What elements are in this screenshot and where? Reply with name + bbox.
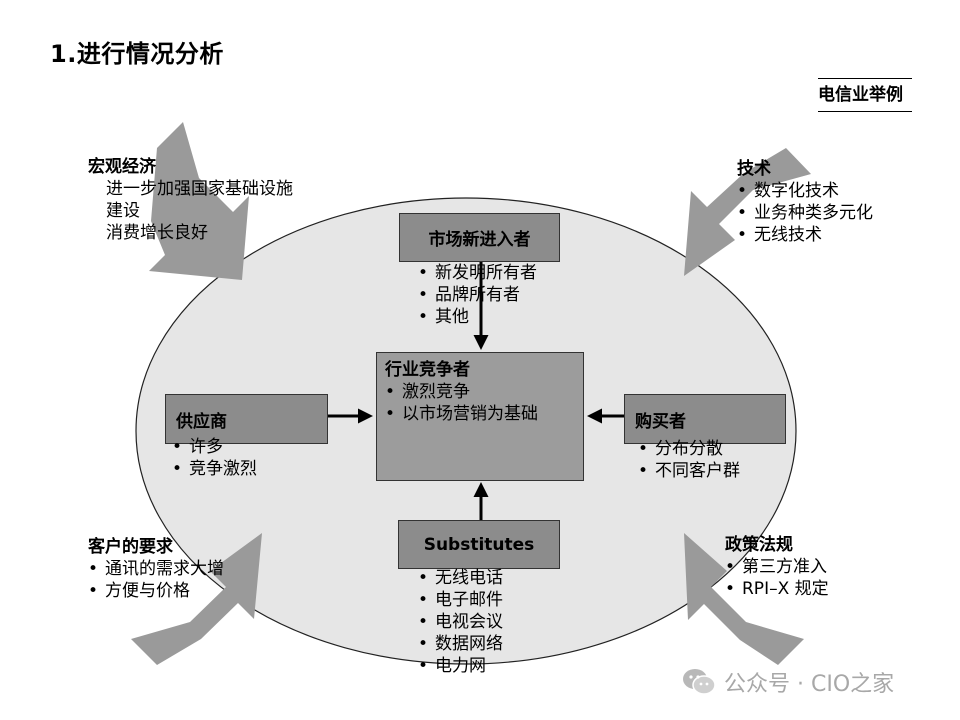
substitutes-item: 电力网 <box>418 655 503 677</box>
example-tag: 电信业举例 <box>818 78 912 112</box>
substitutes-list: 无线电话 电子邮件 电视会议 数据网络 电力网 <box>418 567 503 677</box>
substitutes-item: 无线电话 <box>418 567 503 589</box>
substitutes-item: 数据网络 <box>418 633 503 655</box>
substitutes-item: 电子邮件 <box>418 589 503 611</box>
customer-arrow <box>131 533 262 665</box>
new-entrants-list: 新发明所有者 品牌所有者 其他 <box>418 262 537 328</box>
substitutes-item: 电视会议 <box>418 611 503 633</box>
new-entrants-item: 品牌所有者 <box>418 284 537 306</box>
suppliers-item: 竞争激烈 <box>172 458 257 480</box>
policy-block: 政策法规 第三方准入 RPI–X 规定 <box>725 534 829 600</box>
suppliers-label: 供应商 <box>176 411 227 432</box>
new-entrants-item: 其他 <box>418 306 537 328</box>
customer-item: 通讯的需求大增 <box>88 558 224 580</box>
technology-item: 业务种类多元化 <box>737 202 873 224</box>
new-entrants-label: 市场新进入者 <box>428 230 531 250</box>
page-title: 1.进行情况分析 <box>50 40 224 68</box>
buyers-label: 购买者 <box>635 411 686 432</box>
suppliers-list: 许多 竞争激烈 <box>172 436 257 480</box>
buyers-box: 购买者 <box>624 394 786 444</box>
buyers-item: 分布分散 <box>638 438 740 460</box>
customer-item: 方便与价格 <box>88 580 224 602</box>
customer-requirements-block: 客户的要求 通讯的需求大增 方便与价格 <box>88 536 224 602</box>
technology-item: 无线技术 <box>737 224 873 246</box>
competitors-box: 行业竞争者 激烈竞争 以市场营销为基础 <box>376 352 584 481</box>
new-entrants-item: 新发明所有者 <box>418 262 537 284</box>
buyers-item: 不同客户群 <box>638 460 740 482</box>
policy-arrow <box>684 533 804 665</box>
macro-economy-block: 宏观经济 进一步加强国家基础设施 建设 消费增长良好 <box>88 156 293 244</box>
substitutes-label: Substitutes <box>423 534 535 555</box>
competitors-item: 激烈竞争 <box>385 381 575 403</box>
competitors-item: 以市场营销为基础 <box>385 403 575 425</box>
technology-block: 技术 数字化技术 业务种类多元化 无线技术 <box>737 158 873 246</box>
technology-item: 数字化技术 <box>737 180 873 202</box>
customer-requirements-heading: 客户的要求 <box>88 537 173 557</box>
macro-line-2: 建设 <box>106 201 140 221</box>
policy-item: RPI–X 规定 <box>725 578 829 600</box>
technology-heading: 技术 <box>737 159 771 179</box>
buyers-list: 分布分散 不同客户群 <box>638 438 740 482</box>
policy-item: 第三方准入 <box>725 556 829 578</box>
competitors-label: 行业竞争者 <box>385 360 470 380</box>
macro-arrow <box>149 122 249 280</box>
new-entrants-box: 市场新进入者 <box>399 213 560 262</box>
macro-line-1: 进一步加强国家基础设施 <box>106 179 293 199</box>
suppliers-item: 许多 <box>172 436 257 458</box>
substitutes-box: Substitutes <box>398 520 560 569</box>
wechat-icon <box>683 669 716 695</box>
macro-line-3: 消费增长良好 <box>106 223 208 243</box>
macro-economy-heading: 宏观经济 <box>88 157 156 177</box>
watermark-text: 公众号 · CIO之家 <box>724 672 895 697</box>
policy-heading: 政策法规 <box>725 535 793 555</box>
watermark: 公众号 · CIO之家 <box>682 666 894 698</box>
